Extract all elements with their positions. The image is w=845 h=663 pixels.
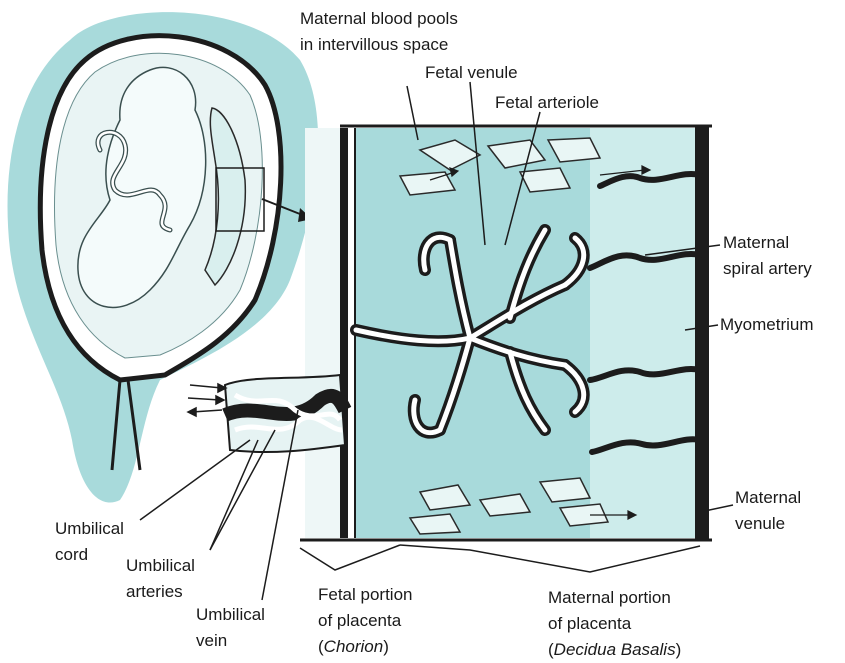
label-umbilical-vein: Umbilical vein [196,604,265,652]
label-myometrium: Myometrium [720,314,814,336]
portion-brackets [300,545,700,572]
decidua-basalis [590,128,700,538]
placenta-block [300,125,712,540]
label-maternal-blood-pools: Maternal blood pools in intervillous spa… [300,8,458,56]
label-fetal-portion: Fetal portion of placenta (Chorion) [318,584,413,658]
label-maternal-venule: Maternal venule [735,487,801,535]
label-umbilical-cord: Umbilical cord [55,518,124,566]
label-fetal-venule: Fetal venule [425,62,518,84]
label-maternal-spiral-artery: Maternal spiral artery [723,232,812,280]
label-umbilical-arteries: Umbilical arteries [126,555,195,603]
umbilical-cord-drawing [188,375,345,452]
label-maternal-portion: Maternal portion of placenta (Decidua Ba… [548,587,681,661]
label-fetal-arteriole: Fetal arteriole [495,92,599,114]
